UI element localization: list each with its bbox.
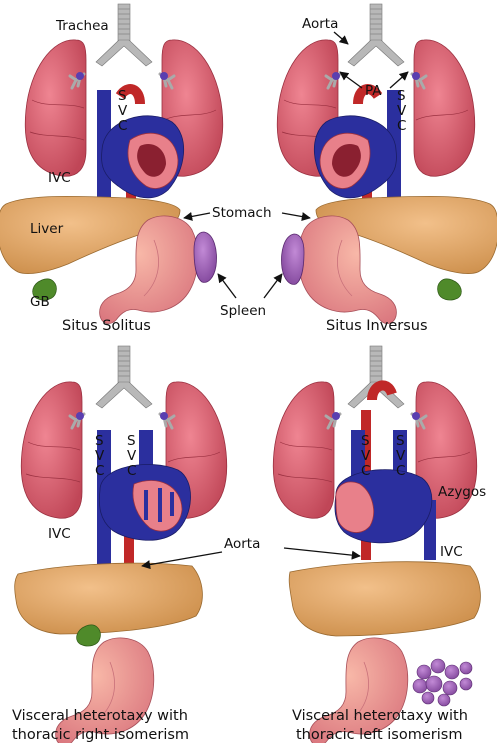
label-trachea: Trachea	[55, 18, 109, 34]
label-aorta-shared: Aorta	[224, 536, 260, 552]
label-svc-s-left: S	[95, 433, 104, 449]
liver	[14, 562, 203, 635]
arrow-spleen-left	[217, 273, 237, 299]
label-svc-c-left: C	[95, 463, 104, 479]
label-svc-s-right: S	[127, 433, 136, 449]
label-svc-c-right: C	[127, 463, 136, 479]
caption-left-isomerism-1: Visceral heterotaxy with	[292, 708, 468, 724]
label-svc-s: S	[397, 88, 406, 104]
arrow-spleen-right	[263, 273, 283, 299]
label-svc-v: V	[118, 103, 128, 119]
label-svc-v: V	[397, 103, 407, 119]
label-gb: GB	[30, 294, 50, 310]
caption-situs-solitus: Situs Solitus	[62, 318, 151, 334]
label-svc-v-left: V	[361, 448, 371, 464]
arrow-stomach-right	[281, 212, 311, 222]
arrow-aorta-left	[141, 551, 223, 570]
label-svc-s-left: S	[361, 433, 370, 449]
liver	[288, 561, 481, 637]
label-svc-c: C	[118, 118, 127, 134]
caption-situs-inversus: Situs Inversus	[326, 318, 428, 334]
label-svc-v-right: V	[396, 448, 406, 464]
label-svc-v-left: V	[95, 448, 105, 464]
arrow-stomach-left	[183, 211, 211, 221]
polysplenia	[412, 658, 473, 707]
label-pa: PA	[365, 83, 382, 99]
panel-situs-solitus: Trachea S V C IVC Liver GB Situs Solitus	[0, 3, 224, 334]
aortic-arch	[115, 84, 145, 105]
panel-right-isomerism: S V C S V C IVC Visceral heterotaxy with…	[12, 345, 228, 743]
label-ivc: IVC	[440, 544, 463, 560]
label-aorta: Aorta	[302, 16, 338, 32]
label-ivc: IVC	[48, 170, 71, 186]
label-liver: Liver	[30, 221, 64, 237]
label-stomach: Stomach	[212, 205, 272, 221]
label-svc-s: S	[118, 88, 127, 104]
caption-left-isomerism-2: thoracic left isomerism	[296, 727, 462, 743]
label-spleen: Spleen	[220, 303, 266, 319]
caption-right-isomerism-2: thoracic right isomerism	[12, 727, 189, 743]
panel-left-isomerism: S V C S V C Azygos IVC Visceral heterota…	[272, 345, 486, 743]
label-svc-c-right: C	[396, 463, 405, 479]
label-svc-s-right: S	[396, 433, 405, 449]
panel-situs-inversus: Aorta PA S V C Situs Inversus	[276, 3, 497, 334]
label-svc-c: C	[397, 118, 406, 134]
label-svc-c-left: C	[361, 463, 370, 479]
label-svc-v-right: V	[127, 448, 137, 464]
label-ivc: IVC	[48, 526, 71, 542]
caption-right-isomerism-1: Visceral heterotaxy with	[12, 708, 188, 724]
label-azygos: Azygos	[438, 484, 486, 500]
arrow-aorta-right	[283, 547, 361, 560]
